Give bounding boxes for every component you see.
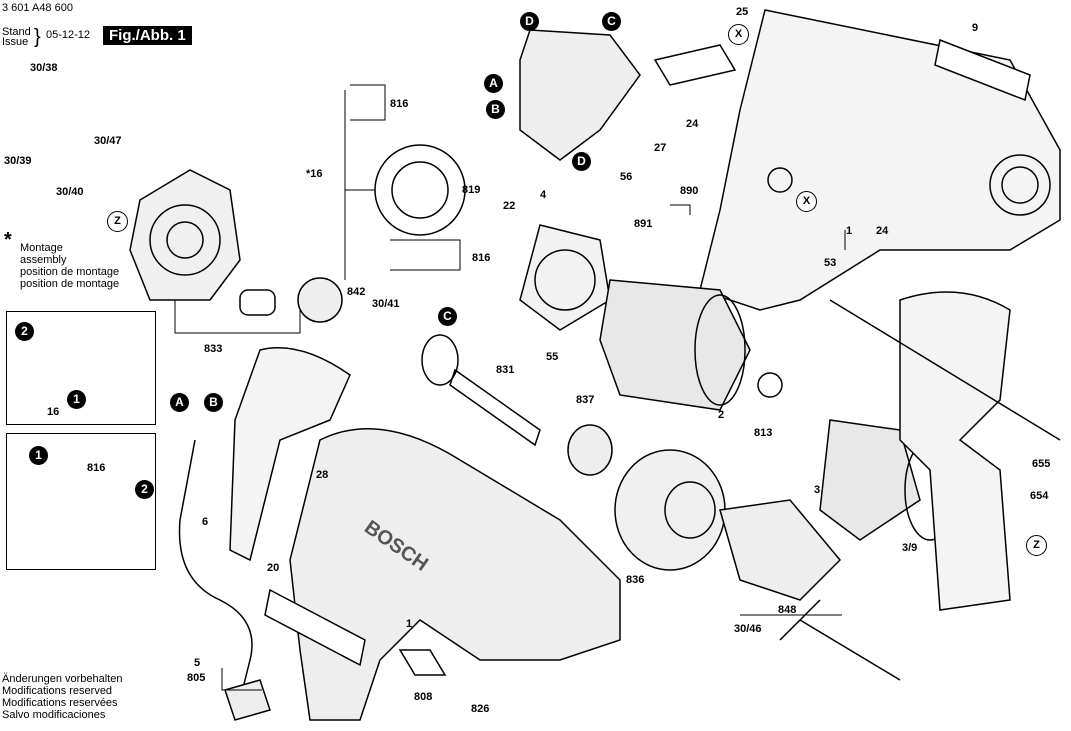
part-label: 813 [754,427,773,439]
issue-label: Issue [2,36,29,48]
label-20 [264,588,366,667]
armature [819,419,921,541]
part-label: 16 [47,406,60,418]
part-label: 891 [634,218,653,230]
callout-b: B [486,100,505,119]
part-label: 1 [406,618,413,630]
callout-z: Z [107,211,128,232]
part-label: 56 [620,171,633,183]
part-label: 55 [546,351,559,363]
callout-d: D [572,152,591,171]
callout-a: A [170,393,189,412]
callout-a: A [484,74,503,93]
chuck-key [779,599,901,681]
part-label: 30/46 [734,623,762,635]
switch [519,29,641,161]
part-label: 30/38 [30,62,58,74]
part-label: 816 [390,98,409,110]
drill-body [289,428,621,721]
figure-title: Fig./Abb. 1 [103,26,192,45]
part-label: 2 [718,409,725,421]
part-label: 27 [654,142,667,154]
inset-brush-change: 1 816 2 [6,433,156,570]
housing-half [699,9,1061,311]
part-label: 30/41 [372,298,400,310]
part-label: 808 [414,691,433,703]
issue-date: 05-12-12 [46,29,91,41]
inset-brush-holder: 2 1 16 [6,311,156,425]
part-label: 805 [187,672,206,684]
part-label: 28 [316,469,329,481]
callout-x: X [796,191,817,212]
step-2-badge: 2 [135,480,154,499]
part-label: *16 [306,168,323,180]
part-label: 816 [472,252,491,264]
part-label: 3 [814,484,821,496]
part-label: 655 [1032,458,1051,470]
callout-x: X [728,24,749,45]
part-25 [653,44,737,86]
callout-c: C [438,307,457,326]
part-label: 831 [496,364,515,376]
part-label: 9 [972,22,979,34]
callout-b: B [204,393,223,412]
part-label: 890 [680,185,699,197]
part-label: 22 [503,200,516,212]
callout-d: D [520,12,539,31]
legend-line: position de montage [20,278,120,290]
step-1-badge: 1 [67,390,86,409]
part-label: 836 [626,574,645,586]
part-label: 6 [202,516,209,528]
callout-z: Z [1026,535,1047,556]
stand-label: Stand [2,26,31,38]
part-label: 842 [347,286,366,298]
aux-handle [899,291,1011,611]
part-label: 30/40 [56,186,84,198]
part-label: 25 [736,6,749,18]
stator [599,279,751,411]
part-label: 24 [686,118,699,130]
fan-housing [129,169,241,301]
step-2-badge: 2 [15,322,34,341]
label-plate-9 [934,38,1031,102]
footer-line: Modifications reservées [2,697,118,709]
part-label: 5 [194,657,201,669]
part-label: 826 [471,703,490,715]
legend-line: Montage [20,242,63,254]
part-label: 848 [778,604,797,616]
part-label: 816 [87,462,106,474]
part-label: 833 [204,343,223,355]
part-label: 837 [576,394,595,406]
power-cable [178,439,253,701]
brush-ring [519,224,611,331]
part-label: 30/47 [94,135,122,147]
part-label: 819 [462,184,481,196]
part-label: 53 [824,257,837,269]
legend-line: position de montage [20,266,120,278]
document-number: 3 601 A48 600 [2,2,73,14]
depth-stop [829,299,1061,441]
part-label: 30/39 [4,155,32,167]
brace: } [34,26,41,48]
footer-line: Modifications reserved [2,685,113,697]
part-label: 24 [876,225,889,237]
callout-c: C [602,12,621,31]
footer-line: Änderungen vorbehalten [2,673,123,685]
chuck [719,499,842,601]
star-icon: * [4,229,12,251]
part-label: 20 [267,562,280,574]
legend-line: assembly [20,254,67,266]
side-handle-28 [229,347,351,562]
part-label: 3/9 [902,542,918,554]
part-label: 654 [1030,490,1049,502]
footer-line: Salvo modificaciones [2,709,106,721]
part-label: 1 [846,225,853,237]
step-1-badge: 1 [29,446,48,465]
label-808 [398,649,447,676]
part-label: 4 [540,189,547,201]
